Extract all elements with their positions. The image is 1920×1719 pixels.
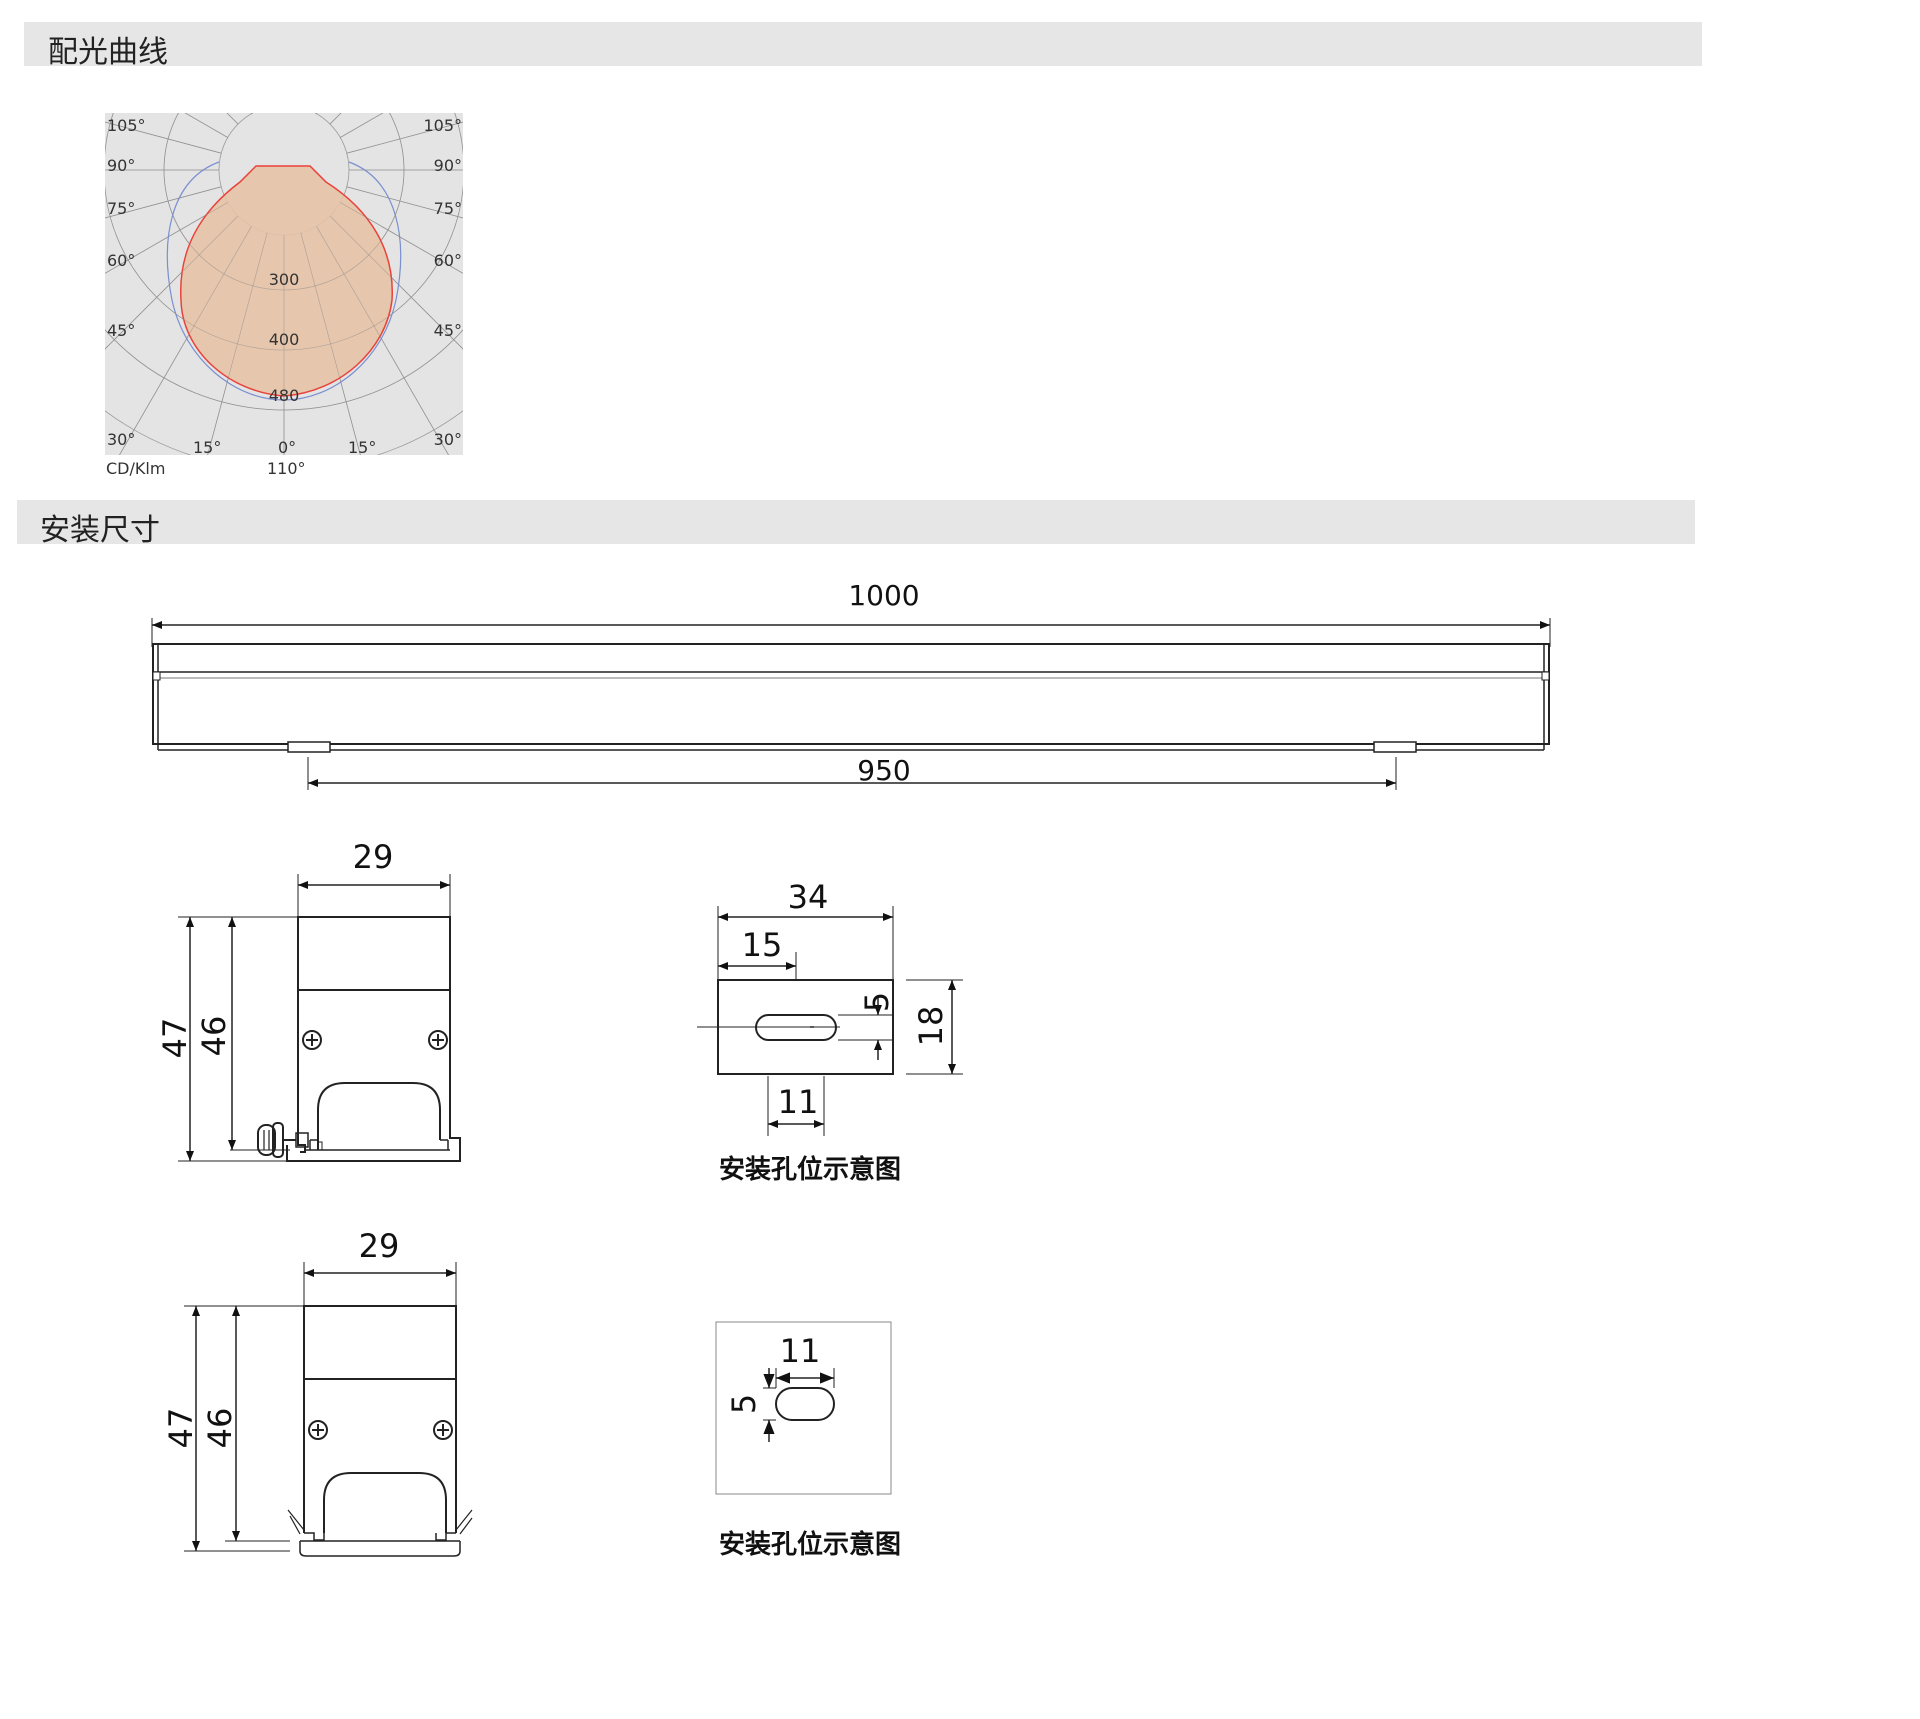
polar-grid-spoke: [250, 113, 252, 114]
angle-label-right-90: 90°: [434, 156, 462, 175]
polar-chart: 105° 90° 75° 60° 45° 30° 105° 90° 75° 60…: [105, 0, 463, 478]
section-title: 配光曲线: [48, 35, 168, 70]
beam-angle-label: 110°: [267, 459, 306, 478]
dimension-bracket2-slot-height: 5: [725, 1394, 763, 1414]
section-title: 安装尺寸: [40, 513, 160, 548]
polar-grid-spoke-overlay: [105, 202, 228, 274]
angle-label-left-45: 45°: [107, 321, 135, 340]
angle-label-right-30: 30°: [434, 430, 462, 449]
polar-grid-spoke-overlay: [316, 113, 318, 114]
hole-diagram-caption-1: 安装孔位示意图: [719, 1154, 901, 1185]
angle-label-left-30: 30°: [107, 430, 135, 449]
dimension-length-total: 1000: [848, 579, 919, 612]
polar-grid-spoke: [129, 0, 267, 107]
fixture-body: [152, 643, 1550, 745]
dimension-bracket1-slot-width: 11: [778, 1083, 819, 1121]
angle-label-right-105: 105°: [423, 116, 462, 135]
radial-label-480: 480: [269, 386, 300, 405]
angle-label-right-45: 45°: [434, 321, 462, 340]
angle-label-bottom-15-right: 15°: [348, 438, 376, 457]
polar-grid-spoke-overlay: [250, 113, 252, 114]
section-header-installation-size: 安装尺寸: [17, 500, 1695, 548]
polar-grid-ring-overlay: [105, 329, 463, 411]
fixture-end-profile-1: [178, 874, 461, 1162]
angle-label-right-60: 60°: [434, 251, 462, 270]
angle-label-bottom-0: 0°: [278, 438, 296, 457]
polar-grid-spoke: [226, 113, 239, 125]
section-header-light-distribution: 配光曲线: [24, 22, 1702, 70]
polar-grid-spoke-overlay: [346, 121, 463, 154]
angle-label-right-75: 75°: [434, 199, 462, 218]
dimension-profile2-height-body: 46: [201, 1408, 239, 1449]
dimension-bracket1-width: 34: [788, 878, 829, 916]
polar-grid-spoke-overlay: [316, 226, 449, 455]
polar-grid-spoke-overlay: [300, 232, 361, 455]
dimension-bracket1-height: 18: [912, 1006, 950, 1047]
fixture-end-profile-2: [184, 1262, 473, 1557]
angle-label-bottom-15-left: 15°: [193, 438, 221, 457]
angle-label-left-105: 105°: [107, 116, 146, 135]
polar-grid-spoke: [329, 113, 342, 125]
mounting-clip: [287, 741, 331, 753]
dimension-profile2-height-total: 47: [162, 1408, 200, 1449]
fixture-front-view: [151, 618, 1551, 790]
angle-label-left-90: 90°: [107, 156, 135, 175]
polar-grid-spoke-overlay: [119, 226, 252, 455]
polar-grid-spoke-overlay: [105, 215, 239, 350]
polar-grid-spoke-overlay: [226, 113, 239, 125]
polar-grid-spoke: [301, 0, 439, 107]
screw-icon: [308, 1420, 328, 1440]
dimension-profile2-width: 29: [359, 1227, 400, 1265]
radial-label-300: 300: [269, 270, 300, 289]
mounting-clip: [1373, 741, 1417, 753]
hole-diagram-caption-2: 安装孔位示意图: [719, 1529, 901, 1560]
angle-label-left-75: 75°: [107, 199, 135, 218]
polar-grid-spoke-overlay: [129, 0, 267, 107]
screw-icon: [428, 1030, 448, 1050]
dimension-bracket1-offset: 15: [742, 926, 783, 964]
dimension-bracket1-slot-height: 5: [858, 992, 896, 1012]
polar-grid-spoke: [316, 113, 318, 114]
screw-icon: [302, 1030, 322, 1050]
polar-grid-spoke-overlay: [340, 202, 463, 274]
polar-grid-ring-overlay: [105, 113, 463, 351]
polar-grid-spoke-overlay: [329, 113, 342, 125]
polar-grid-spoke-overlay: [301, 0, 439, 107]
polar-grid-spoke-overlay: [105, 186, 222, 219]
dimension-profile1-height-total: 47: [156, 1018, 194, 1059]
polar-grid-spoke-overlay: [329, 215, 463, 350]
dimension-profile1-height-body: 46: [195, 1016, 233, 1057]
polar-grid-spoke-overlay: [105, 121, 222, 154]
mounting-hole-diagram-1: [697, 906, 963, 1136]
dimension-bracket2-slot-width: 11: [780, 1332, 821, 1370]
screw-icon: [433, 1420, 453, 1440]
polar-grid-spoke-overlay: [207, 232, 268, 455]
radial-label-400: 400: [269, 330, 300, 349]
polar-grid-spoke-overlay: [346, 186, 463, 219]
dimension-length-mount: 950: [857, 754, 910, 787]
mounting-hole-diagram-2: [715, 1321, 892, 1495]
polar-grid-ring-overlay: [163, 113, 405, 291]
dimension-profile1-width: 29: [353, 838, 394, 876]
polar-unit-label: CD/Klm: [106, 459, 165, 478]
angle-label-left-60: 60°: [107, 251, 135, 270]
